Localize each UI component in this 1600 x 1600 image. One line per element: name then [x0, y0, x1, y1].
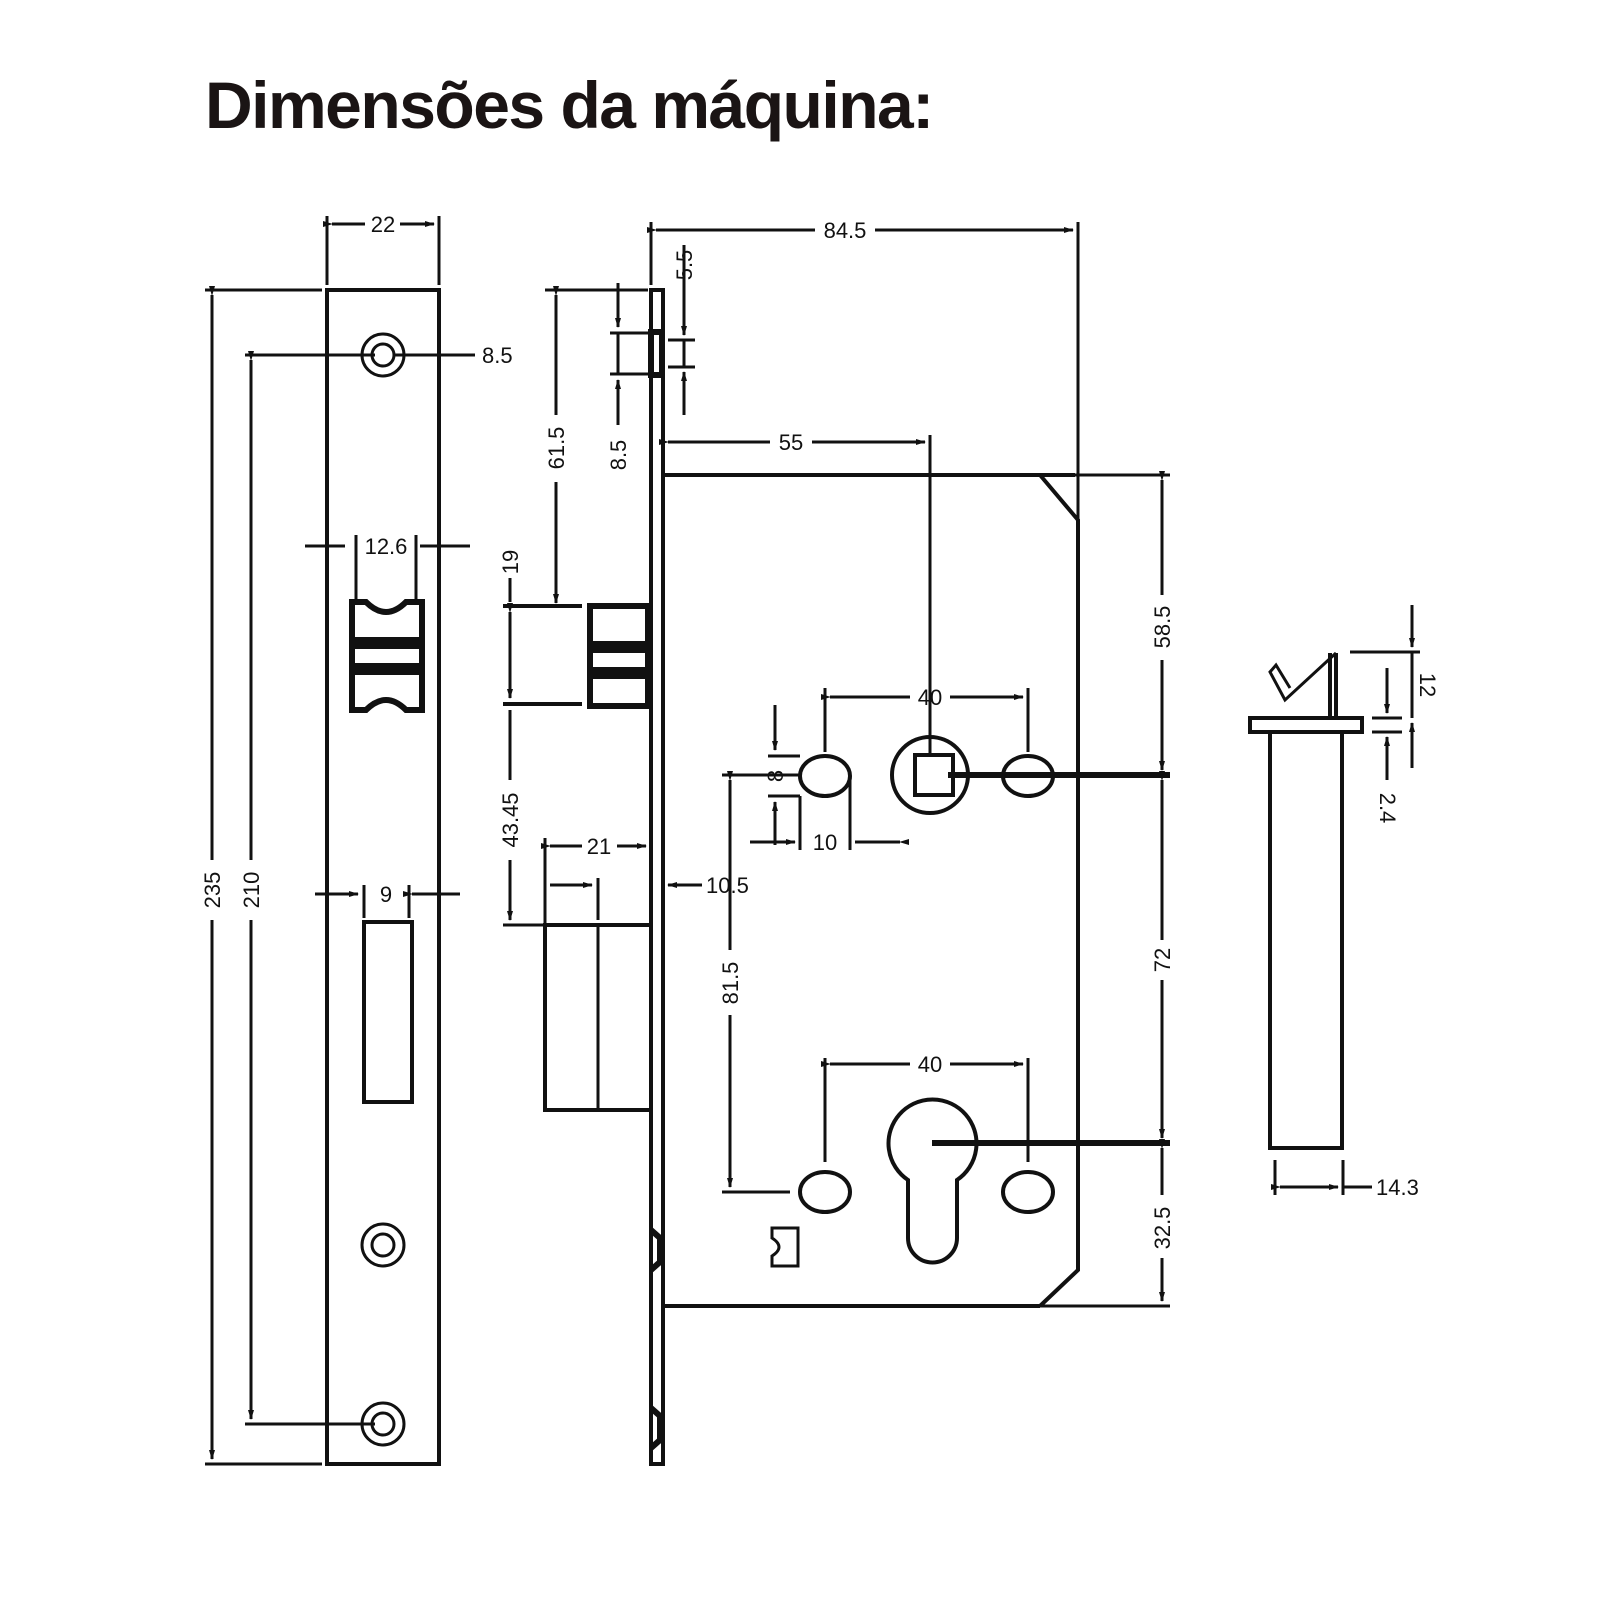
dim-bolt-width: 9	[380, 882, 392, 907]
side-view: 8.5 5.5 84.5 55 61.5 19	[498, 218, 1080, 1466]
dim-latch-width: 12.6	[365, 534, 408, 559]
screw-hole-middle	[360, 1222, 406, 1268]
dim-depth: 84.5	[824, 218, 867, 243]
dim-cylinder-to-bottom: 32.5	[1150, 1207, 1175, 1250]
dim-latch-to-bolt: 43.45	[498, 792, 523, 847]
strike-body	[1268, 730, 1344, 1150]
dim-faceplate-thickness: 5.5	[672, 250, 697, 281]
dim-spindle-holes-spacing: 40	[918, 685, 942, 710]
dim-strike-latch-height: 12	[1415, 673, 1440, 697]
strike-view: 12 2.4 14.3	[1248, 605, 1440, 1200]
faceplate-outline	[325, 288, 441, 1466]
strike-plate	[1248, 716, 1364, 734]
dim-screw-offset: 8.5	[606, 440, 631, 471]
dim-hole-to-hole: 81.5	[718, 962, 743, 1005]
body-outline	[1038, 473, 1080, 1308]
screw-hole-left	[798, 754, 852, 798]
dim-bolt-projection: 21	[587, 834, 611, 859]
body-view: 40 8 10 81.5 40 58.5	[718, 471, 1175, 1308]
dim-total-height: 235	[200, 872, 225, 909]
dim-plate-thickness: 2.4	[1375, 793, 1400, 824]
dim-cylinder-holes-spacing: 40	[918, 1052, 942, 1077]
cyl-screw-hole-left	[798, 1170, 852, 1214]
dim-latch-top: 61.5	[544, 427, 569, 470]
dim-backset: 55	[779, 430, 803, 455]
cyl-screw-hole-right	[1001, 1170, 1055, 1214]
dim-latch-height: 19	[498, 550, 523, 574]
dim-spindle-to-cylinder: 72	[1150, 948, 1175, 972]
dim-screw-hole: 8.5	[482, 343, 513, 368]
cylinder-cutout	[886, 1097, 979, 1265]
dim-bolt-offset: 10.5	[706, 873, 749, 898]
page-title: Dimensões da máquina:	[205, 68, 934, 142]
dim-screw-spacing: 210	[239, 872, 264, 909]
spindle-square	[913, 753, 955, 797]
screw-hole-right	[1001, 754, 1055, 798]
dim-hole-width: 10	[813, 830, 837, 855]
dim-top-to-spindle: 58.5	[1150, 606, 1175, 649]
small-notch	[770, 1226, 800, 1268]
bolt-slot	[362, 920, 414, 1104]
side-faceplate	[649, 288, 665, 1466]
latch-side	[587, 603, 651, 709]
dim-strike-width: 14.3	[1376, 1175, 1419, 1200]
dim-faceplate-width: 22	[371, 212, 395, 237]
faceplate-view: 22 8.5 235 210 12.6	[200, 212, 513, 1466]
latch-front	[349, 599, 425, 713]
latch-tongue	[1268, 651, 1338, 703]
